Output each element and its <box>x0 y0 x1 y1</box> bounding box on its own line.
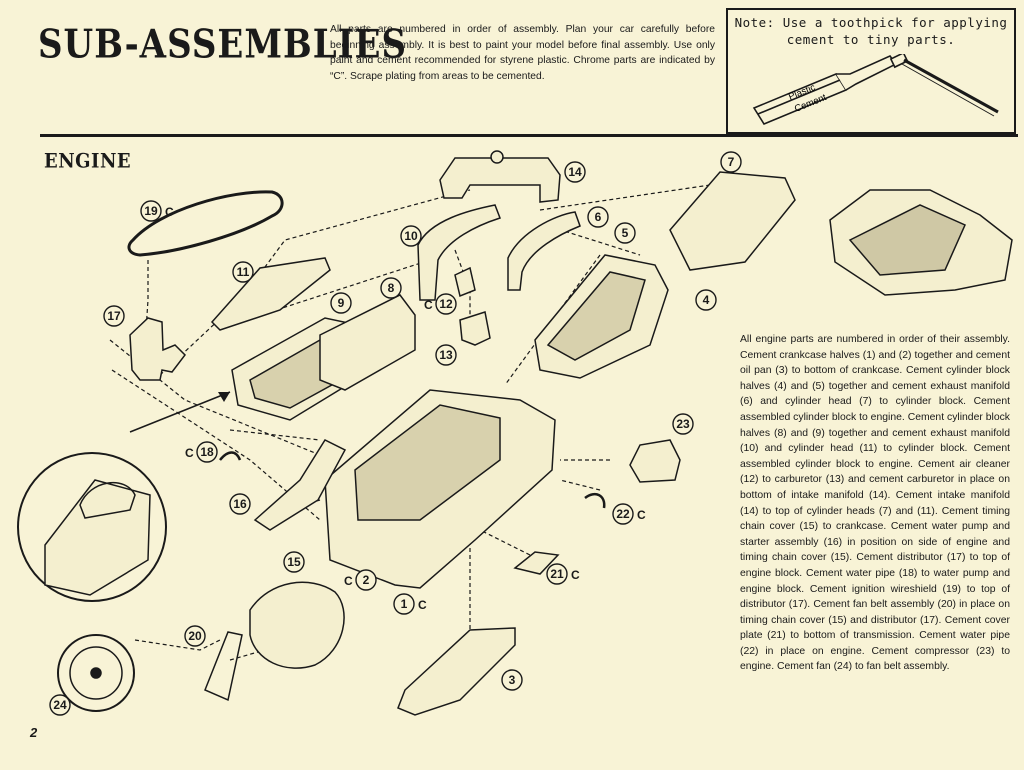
callout-6 <box>587 206 609 228</box>
callout-number: 24 <box>53 698 67 712</box>
inset-arrowhead <box>218 392 230 402</box>
callout-24 <box>49 694 71 716</box>
oil-pan-drawing <box>397 627 516 716</box>
chrome-mark: C <box>185 446 194 460</box>
chrome-mark: C <box>571 568 580 582</box>
callout-1 <box>393 593 415 615</box>
callout-number: 20 <box>188 629 202 643</box>
callout-20 <box>184 625 206 647</box>
callout-number: 14 <box>568 165 582 179</box>
page-title: SUB-ASSEMBLIES <box>38 22 407 68</box>
callout-number: 18 <box>200 445 214 459</box>
callout-16 <box>229 493 251 515</box>
water-pump-drawing <box>253 439 347 531</box>
callout-number: 13 <box>439 348 453 362</box>
ignition-wireshield-drawing <box>127 190 284 257</box>
chrome-mark: C <box>424 298 433 312</box>
note-text: Note: Use a toothpick for applying cemen… <box>728 14 1014 48</box>
cylinder-head-7-drawing <box>669 171 796 271</box>
section-divider <box>40 134 1018 137</box>
callout-15 <box>283 551 305 573</box>
assembly-instructions: All engine parts are numbered in order o… <box>740 334 1010 673</box>
fan-drawing <box>57 634 135 712</box>
callout-number: 19 <box>144 204 158 218</box>
distributor-drawing <box>129 317 186 381</box>
note-line-1: Note: Use a toothpick for applying <box>734 15 1008 30</box>
callout-11 <box>232 261 254 283</box>
section-title: ENGINE <box>44 150 132 174</box>
callout-8 <box>380 277 402 299</box>
cover-plate-drawing <box>513 551 560 575</box>
callout-number: 8 <box>388 281 395 295</box>
air-cleaner-drawing <box>454 266 476 298</box>
cylinder-head-left-drawing <box>210 257 331 331</box>
intake-manifold-drawing <box>439 157 561 203</box>
callout-10 <box>400 225 422 247</box>
callout-number: 2 <box>363 573 370 587</box>
callout-number: 5 <box>622 226 629 240</box>
callout-number: 4 <box>703 293 710 307</box>
callout-number: 16 <box>233 497 247 511</box>
note-box: Note: Use a toothpick for applying cemen… <box>726 8 1016 134</box>
callout-number: 22 <box>616 507 630 521</box>
water-pipe-22-drawing <box>584 492 606 509</box>
timing-chain-cover-drawing <box>249 581 345 669</box>
callout-12 <box>435 293 457 315</box>
chrome-mark: C <box>637 508 646 522</box>
callout-17 <box>103 305 125 327</box>
callout-number: 23 <box>676 417 690 431</box>
callout-18 <box>196 441 218 463</box>
callout-9 <box>330 292 352 314</box>
callout-23 <box>672 413 694 435</box>
fan-belt-drawing <box>204 631 243 702</box>
part-callouts <box>49 151 742 716</box>
exhaust-manifold-6-drawing <box>507 211 581 291</box>
callout-number: 1 <box>401 597 408 611</box>
page-number: 2 <box>30 725 38 740</box>
callout-19 <box>140 200 162 222</box>
cylinder-block-8-drawing <box>319 294 416 391</box>
callout-4 <box>695 289 717 311</box>
callout-21 <box>546 563 568 585</box>
intro-paragraph: All parts are numbered in order of assem… <box>330 24 715 82</box>
part-drawings <box>17 150 1013 716</box>
chrome-mark: C <box>418 598 427 612</box>
callout-13 <box>435 344 457 366</box>
callout-number: 10 <box>404 229 418 243</box>
callout-number: 9 <box>338 296 345 310</box>
callout-number: 11 <box>237 265 250 279</box>
callout-number: 21 <box>550 567 564 581</box>
callout-number: 17 <box>107 309 121 323</box>
callout-7 <box>720 151 742 173</box>
callout-number: 6 <box>595 210 602 224</box>
inset-arrow <box>129 391 231 433</box>
carburetor-drawing <box>459 311 491 346</box>
callout-number: 15 <box>287 555 301 569</box>
callout-number: 12 <box>439 297 453 311</box>
exhaust-manifold-10-drawing <box>417 204 501 301</box>
compressor-drawing <box>629 439 681 483</box>
cement-tube-icon: Plastic Cement <box>752 54 999 125</box>
callout-22 <box>612 503 634 525</box>
chrome-mark: C <box>344 574 353 588</box>
callout-2 <box>355 569 377 591</box>
callout-number: 7 <box>728 155 735 169</box>
callout-14 <box>564 161 586 183</box>
callout-3 <box>501 669 523 691</box>
note-line-2: cement to tiny parts. <box>786 32 956 47</box>
callout-number: 3 <box>509 673 516 687</box>
chrome-mark: C <box>165 205 174 219</box>
callout-5 <box>614 222 636 244</box>
water-pipe-18-drawing <box>219 451 242 461</box>
